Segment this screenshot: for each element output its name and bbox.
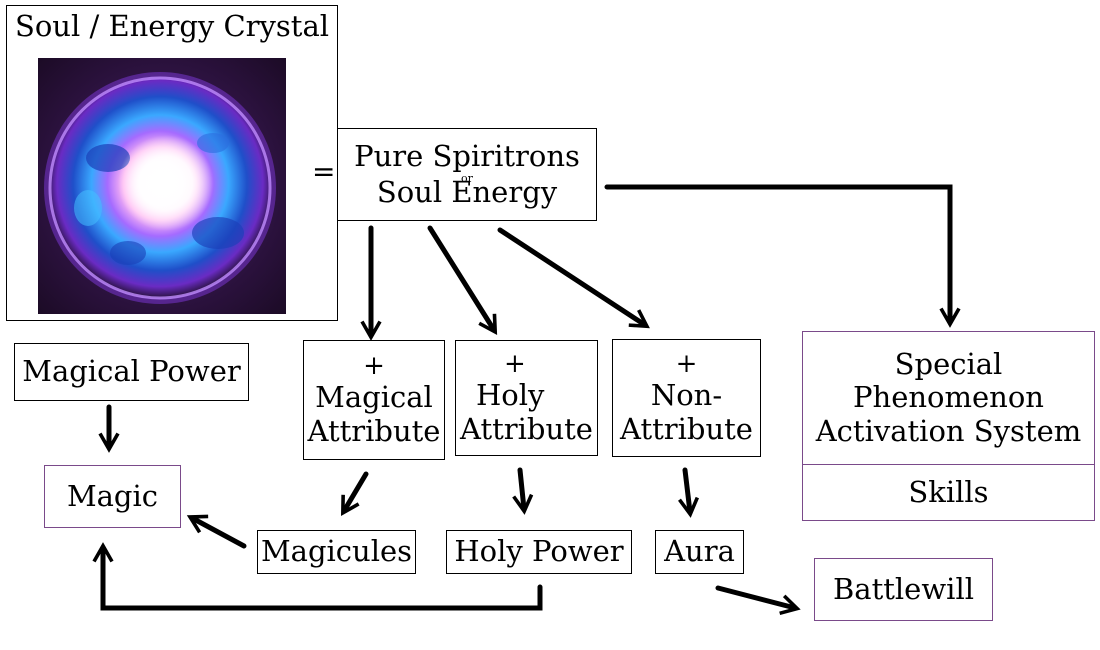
holy-attribute-line2: Attribute	[460, 412, 593, 447]
holy-attribute-box: + Holy Attribute	[455, 340, 598, 456]
non-attribute-line1: Non-	[650, 378, 723, 413]
magical-power-box: Magical Power	[14, 343, 249, 401]
aura-label: Aura	[664, 534, 735, 569]
non-attribute-plus: +	[675, 349, 698, 380]
battlewill-box: Battlewill	[814, 558, 993, 621]
holy-power-label: Holy Power	[454, 534, 624, 569]
soul-orb-icon	[38, 58, 286, 314]
battlewill-label: Battlewill	[833, 571, 974, 606]
holy-attribute-plus: +	[504, 349, 526, 380]
magic-box: Magic	[44, 465, 181, 528]
magical-attribute-box: + Magical Attribute	[303, 340, 445, 460]
special-line3: Activation System	[815, 413, 1082, 448]
holy-attribute-line1: Holy	[476, 378, 545, 413]
magicules-label: Magicules	[260, 534, 413, 569]
special-line1: Special	[894, 346, 1003, 381]
magic-label: Magic	[66, 478, 159, 513]
special-line2: Phenomenon	[853, 380, 1044, 415]
arrow-spiritrons-to-holy	[427, 225, 498, 335]
arrow-magical-to-magicules	[340, 471, 369, 517]
arrow-holy-to-holypower	[512, 467, 534, 515]
magical-attribute-line2: Attribute	[307, 414, 441, 449]
spiritrons-line1: Pure Spiritrons	[354, 139, 580, 173]
non-attribute-line2: Attribute	[620, 412, 753, 447]
spiritrons-connector: or	[461, 172, 473, 185]
arrow-spiritrons-to-nonattr	[497, 227, 650, 329]
magical-attribute-line1: Magical	[315, 380, 433, 415]
arrow-nonattr-to-aura	[678, 467, 699, 518]
crystal-panel: Soul / Energy Crystal	[6, 5, 338, 321]
arrow-spiritrons-to-special	[604, 184, 961, 328]
arrow-aura-to-battlewill	[715, 585, 801, 616]
special-title: Special Phenomenon Activation System	[803, 332, 1094, 465]
holy-power-box: Holy Power	[446, 530, 632, 574]
non-attribute-box: + Non- Attribute	[612, 339, 761, 457]
aura-box: Aura	[655, 530, 744, 574]
spiritrons-box: Pure Spiritrons or Soul Energy	[337, 128, 597, 221]
skills-label: Skills	[908, 474, 989, 509]
magical-attribute-plus: +	[363, 351, 385, 382]
equals-sign: =	[312, 155, 336, 188]
arrow-magicules-to-magic	[186, 514, 247, 549]
magical-power-label: Magical Power	[22, 354, 241, 389]
crystal-image	[38, 58, 286, 314]
special-system-box: Special Phenomenon Activation System Ski…	[802, 331, 1095, 521]
magicules-box: Magicules	[257, 530, 416, 574]
spiritrons-line2: Soul Energy	[376, 175, 558, 209]
crystal-title: Soul / Energy Crystal	[14, 9, 330, 43]
arrow-holypower-to-magic	[92, 542, 543, 611]
